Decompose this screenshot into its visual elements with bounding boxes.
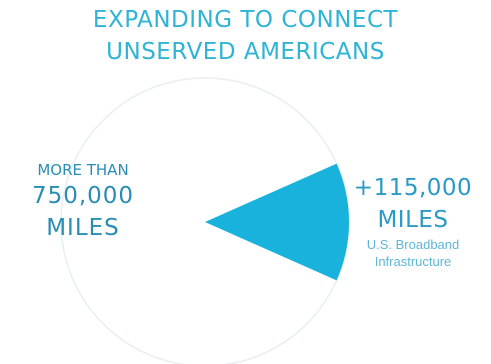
existing-network-label: MORE THAN 750,000 MILES (8, 146, 158, 270)
left-faint-bottom-2 (8, 257, 158, 270)
left-faint-bottom-1 (8, 244, 158, 257)
expansion-subtitle-2: Infrastructure (374, 254, 452, 269)
pie-slice-expansion (205, 163, 350, 281)
expansion-miles-value: +115,000 (353, 175, 473, 201)
existing-miles-value: 750,000 (31, 183, 135, 209)
expansion-subtitle-1: U.S. Broadband (366, 237, 460, 252)
title-line-1: EXPANDING TO CONNECT (92, 7, 399, 33)
chart-title: EXPANDING TO CONNECT UNSERVED AMERICANS (0, 4, 491, 68)
left-faint-top-text (8, 146, 158, 160)
expansion-miles-unit: MILES (377, 207, 449, 233)
expansion-label: +115,000 MILES U.S. Broadband Infrastruc… (340, 172, 486, 270)
more-than-text: MORE THAN (37, 161, 129, 179)
title-line-2: UNSERVED AMERICANS (106, 39, 385, 65)
existing-miles-unit: MILES (46, 215, 120, 241)
